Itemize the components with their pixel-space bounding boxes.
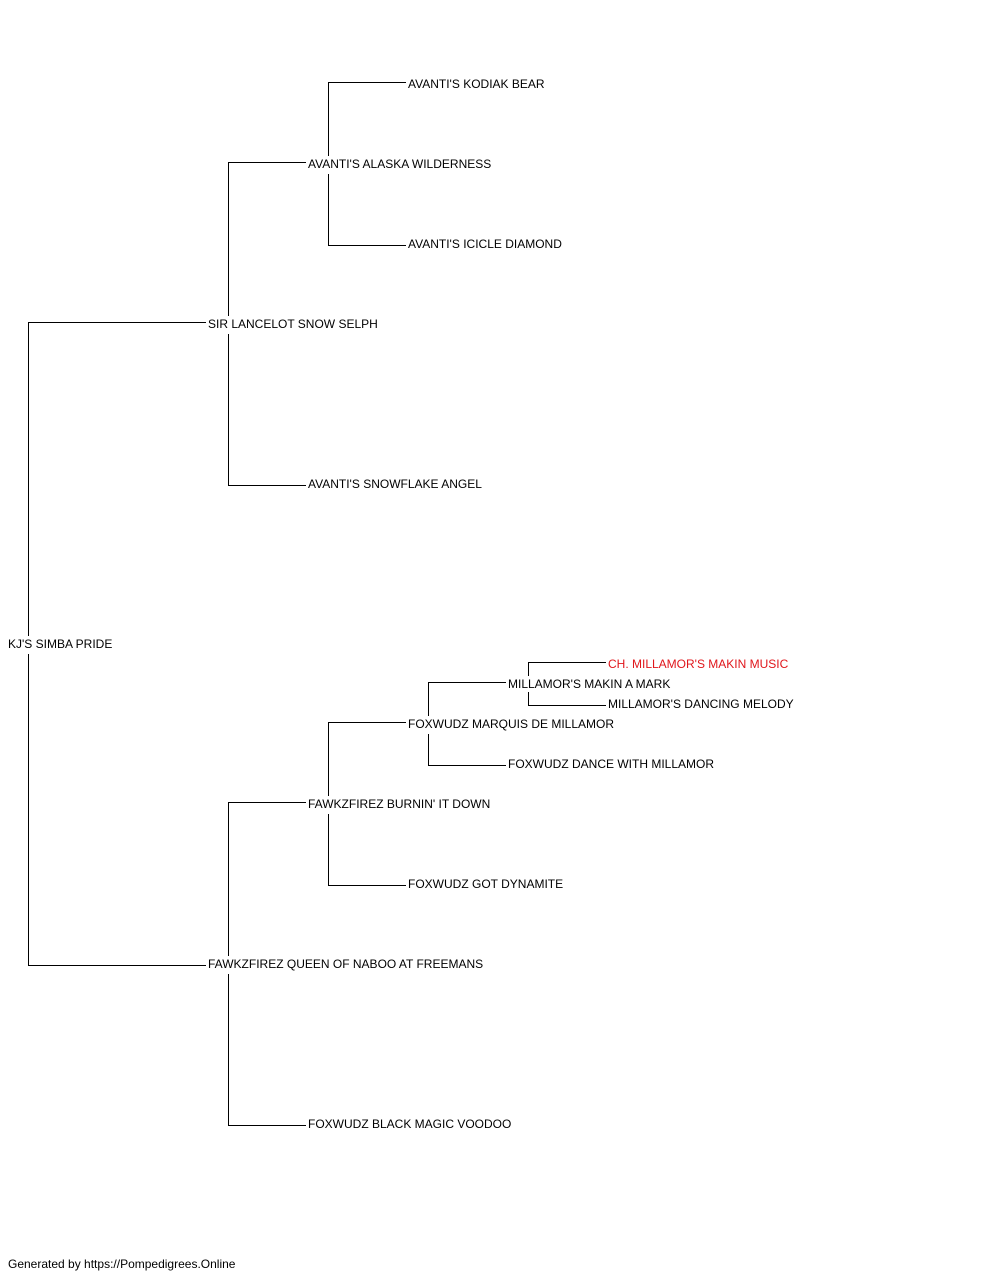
- connector-sire-sire-sire: [328, 82, 406, 156]
- dam-sire-sire-dam-name[interactable]: FOXWUDZ DANCE WITH MILLAMOR: [508, 757, 714, 771]
- dam-dam-name[interactable]: FOXWUDZ BLACK MAGIC VOODOO: [308, 1117, 512, 1131]
- connector-subject-sire: [28, 322, 206, 636]
- connector-mark-sire: [528, 662, 606, 676]
- connector-dam-sire-dam: [328, 814, 406, 886]
- dam-sire-sire-sire-name[interactable]: MILLAMOR'S MAKIN A MARK: [508, 677, 671, 691]
- connector-dam-sire-sire: [328, 722, 406, 796]
- connector-mark-dam: [528, 692, 606, 706]
- connector-marquis-dam: [428, 734, 506, 766]
- dam-name[interactable]: FAWKZFIREZ QUEEN OF NABOO AT FREEMANS: [208, 957, 484, 971]
- connector-dam-sire: [228, 802, 306, 956]
- sire-sire-sire-name[interactable]: AVANTI'S KODIAK BEAR: [408, 77, 545, 91]
- connector-sire-sire-dam: [328, 174, 406, 246]
- connector-sire-sire: [228, 162, 306, 316]
- connector-subject-dam: [28, 654, 206, 966]
- sire-sire-dam-name[interactable]: AVANTI'S ICICLE DIAMOND: [408, 237, 562, 251]
- sire-name[interactable]: SIR LANCELOT SNOW SELPH: [208, 317, 378, 331]
- champion-ancestor-name[interactable]: CH. MILLAMOR'S MAKIN MUSIC: [608, 657, 789, 671]
- connector-dam-dam: [228, 974, 306, 1126]
- dam-sire-sire-sire-dam-name[interactable]: MILLAMOR'S DANCING MELODY: [608, 697, 794, 711]
- dam-sire-sire-name[interactable]: FOXWUDZ MARQUIS DE MILLAMOR: [408, 717, 615, 731]
- sire-dam-name[interactable]: AVANTI'S SNOWFLAKE ANGEL: [308, 477, 482, 491]
- generated-by-footer: Generated by https://Pompedigrees.Online: [8, 1257, 236, 1271]
- dam-sire-dam-name[interactable]: FOXWUDZ GOT DYNAMITE: [408, 877, 564, 891]
- connector-sire-dam: [228, 334, 306, 486]
- dam-sire-name[interactable]: FAWKZFIREZ BURNIN' IT DOWN: [308, 797, 491, 811]
- sire-sire-name[interactable]: AVANTI'S ALASKA WILDERNESS: [308, 157, 492, 171]
- subject-name[interactable]: KJ'S SIMBA PRIDE: [8, 637, 113, 651]
- connector-marquis-sire: [428, 682, 506, 716]
